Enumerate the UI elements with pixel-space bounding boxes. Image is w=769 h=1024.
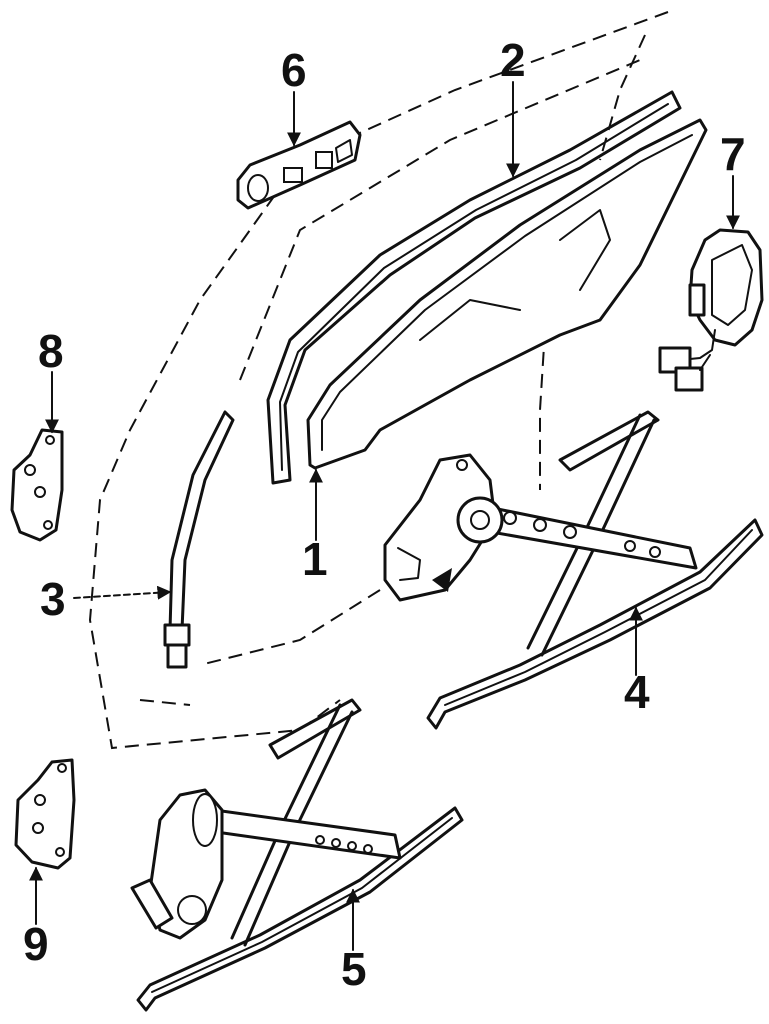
part-9-hinge-bracket [14, 758, 76, 870]
callout-3: 3 [40, 573, 66, 625]
leader-lines [29, 81, 740, 951]
callout-2: 2 [500, 34, 526, 86]
part-3-rear-channel [163, 410, 235, 669]
callout-9: 9 [23, 918, 49, 970]
part-4-window-regulator [383, 410, 764, 730]
callout-6: 6 [281, 44, 307, 96]
part-2-glass-run-channel [266, 90, 682, 485]
callout-8: 8 [38, 325, 64, 377]
callout-5: 5 [341, 943, 367, 995]
door-outline [88, 11, 669, 750]
callout-1: 1 [302, 533, 328, 585]
callout-7: 7 [720, 128, 746, 180]
part-6-window-switch-bezel [236, 120, 362, 210]
part-7-window-motor [658, 228, 764, 392]
part-5-window-regulator [130, 698, 464, 1012]
callout-4: 4 [624, 666, 650, 718]
part-1-door-glass [306, 118, 708, 470]
part-8-hinge-bracket [10, 428, 64, 542]
